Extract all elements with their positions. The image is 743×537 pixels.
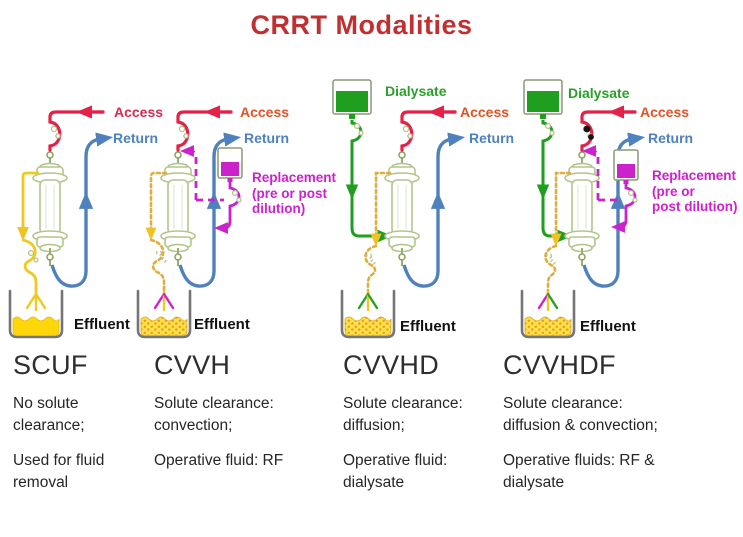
spray-line [25, 292, 38, 310]
modality-description: Solute clearance: diffusion & convection… [503, 395, 658, 434]
modality-description: Used for fluid removal [13, 452, 105, 491]
hemofilter [384, 149, 420, 267]
modality-description: Operative fluids: RF & dialysate [503, 452, 655, 491]
cvvhd-circuit [332, 79, 520, 339]
modality-description: No solute clearance; [13, 395, 85, 434]
spray-line [537, 292, 550, 310]
modality-summary-cvvhd: CVVHD Solute clearance: diffusion; Opera… [343, 350, 498, 507]
effluent-beaker [136, 289, 192, 339]
replacement-label-line: post dilution) [652, 199, 738, 215]
blood-pump-roller [583, 125, 591, 133]
diagram-cvvhd: Dialysate Access Return Effluent [330, 60, 520, 352]
diagram-cvvh: Access Return Replacement (pre or post d… [120, 60, 350, 352]
replacement-bag [613, 149, 639, 184]
dialysate-line [350, 194, 393, 243]
scuf-circuit [8, 60, 180, 339]
effluent-beaker [520, 289, 576, 339]
access-label: Access [460, 104, 510, 120]
replacement-bag [217, 147, 243, 182]
dialysate-bag [523, 79, 563, 119]
spray-line [153, 292, 166, 310]
modality-description: Operative fluid: dialysate [343, 452, 448, 491]
diagram-cvvhdf: Dialysate Access Return Replacement (pre… [500, 60, 743, 352]
modality-summary-cvvhdf: CVVHDF Solute clearance: diffusion & con… [503, 350, 678, 507]
hemofilter [32, 149, 68, 267]
cvvhdf-circuit [520, 79, 743, 339]
replacement-label: Replacement (pre or post dilution) [252, 170, 336, 217]
modality-description: Operative fluid: RF [154, 452, 284, 469]
dialysate-line [541, 194, 573, 243]
modality-summary-cvvh: CVVH Solute clearance: convection; Opera… [154, 350, 319, 485]
modality-name: CVVHDF [503, 350, 616, 380]
modality-description: Solute clearance: diffusion; [343, 395, 463, 434]
replacement-label-line: Replacement [252, 170, 337, 185]
replacement-label-line: Replacement [652, 168, 737, 183]
effluent-beaker [340, 289, 396, 339]
return-label: Return [113, 130, 159, 146]
effluent-label: Effluent [580, 318, 636, 335]
hemofilter [160, 149, 196, 267]
effluent-line [545, 173, 570, 293]
return-label: Return [648, 130, 694, 146]
return-label: Return [244, 130, 290, 146]
dialysate-label: Dialysate [385, 83, 447, 99]
modality-name: SCUF [13, 350, 88, 380]
replacement-line-dashed [179, 145, 198, 200]
effluent-label: Effluent [74, 316, 130, 333]
spray-line [366, 292, 379, 310]
replacement-label-line: dilution) [252, 201, 306, 217]
modality-summary-scuf: SCUF No solute clearance; Used for fluid… [13, 350, 138, 507]
dialysate-bag [332, 79, 372, 119]
blood-pump-roller [588, 134, 594, 140]
replacement-label-line: (pre or post [252, 185, 328, 201]
replacement-label-line: (pre or [652, 183, 695, 199]
replacement-label: Replacement (pre or post dilution) [652, 168, 737, 215]
spray-line [34, 292, 47, 310]
effluent-label: Effluent [400, 318, 456, 335]
cvvh-circuit [136, 60, 243, 339]
effluent-line [365, 173, 390, 293]
modality-name: CVVH [154, 350, 231, 380]
modality-name: CVVHD [343, 350, 440, 380]
page-title: CRRT Modalities [250, 10, 473, 40]
spray-line [357, 292, 370, 310]
access-label: Access [640, 104, 690, 120]
replacement-line-dashed [581, 145, 600, 200]
hemofilter [564, 149, 600, 267]
diagram-scuf: Access Return Effluent [0, 60, 180, 352]
effluent-beaker [8, 289, 64, 339]
spray-line [546, 292, 559, 310]
replacement-line-solid [213, 180, 241, 234]
dialysate-label: Dialysate [568, 85, 630, 101]
modality-description: Solute clearance: convection; [154, 395, 274, 434]
return-label: Return [469, 130, 515, 146]
access-label: Access [114, 104, 164, 120]
spray-line [162, 292, 175, 310]
access-label: Access [240, 104, 290, 120]
effluent-label: Effluent [194, 316, 250, 333]
